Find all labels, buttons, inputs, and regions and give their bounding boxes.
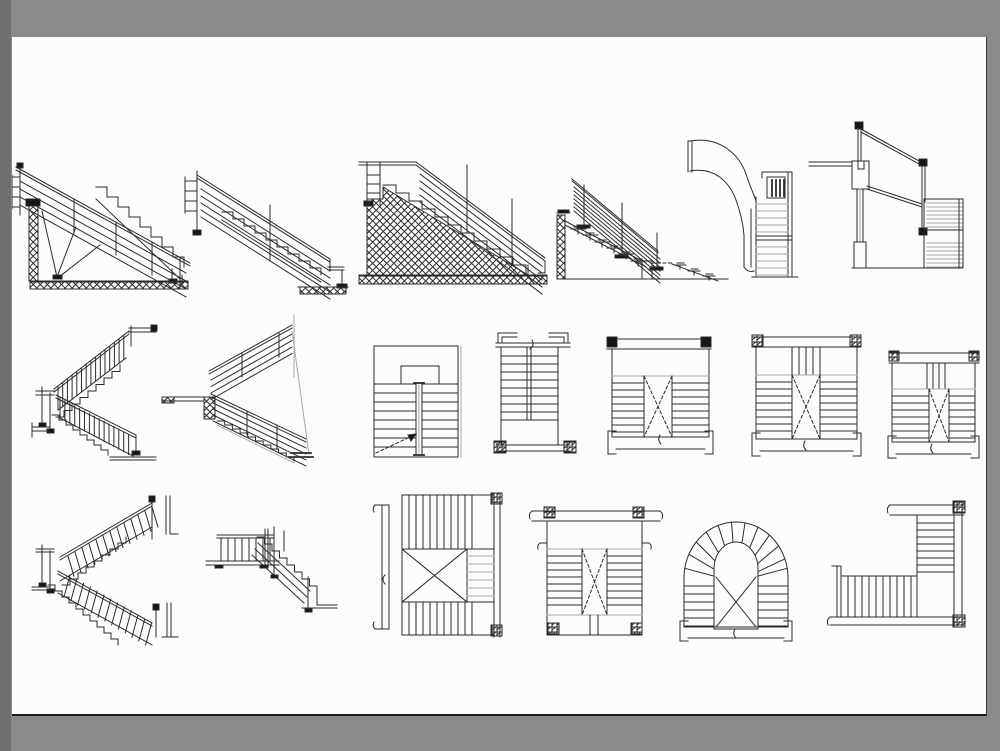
drawing-plan-straight[interactable]: [373, 345, 462, 458]
drawing-plan-u-landings[interactable]: [528, 506, 664, 636]
drawing-stair-section-steel[interactable]: [556, 178, 729, 284]
drawing-plan-u-rotated[interactable]: [372, 492, 503, 638]
drawing-plan-l-shape[interactable]: [826, 500, 966, 628]
drawing-plan-u-b[interactable]: [751, 334, 862, 457]
drawing-stair-axon-balusters[interactable]: [31, 324, 158, 461]
drawing-stair-axon-rails[interactable]: [161, 314, 314, 467]
drawing-plan-u-a[interactable]: [606, 336, 714, 455]
drawing-plan-u-c[interactable]: [887, 350, 980, 459]
drawing-stair-elevation-truss[interactable]: [12, 162, 191, 298]
drawing-stair-elevation-rails[interactable]: [184, 170, 349, 300]
stair-drawings-canvas: [12, 121, 980, 646]
drawing-stair-corner-detail[interactable]: [205, 526, 338, 613]
drawing-stair-section-mass[interactable]: [358, 161, 548, 295]
drawing-stair-landing-section[interactable]: [808, 121, 964, 269]
drawing-plan-arch-winder[interactable]: [679, 521, 793, 642]
drawing-stair-axon-slats[interactable]: [31, 495, 179, 646]
window-edge-strip: [0, 0, 11, 751]
drawing-sheet[interactable]: [12, 37, 987, 716]
drawing-stair-curved[interactable]: [687, 139, 799, 278]
drawing-plan-straight-columns[interactable]: [493, 332, 577, 454]
